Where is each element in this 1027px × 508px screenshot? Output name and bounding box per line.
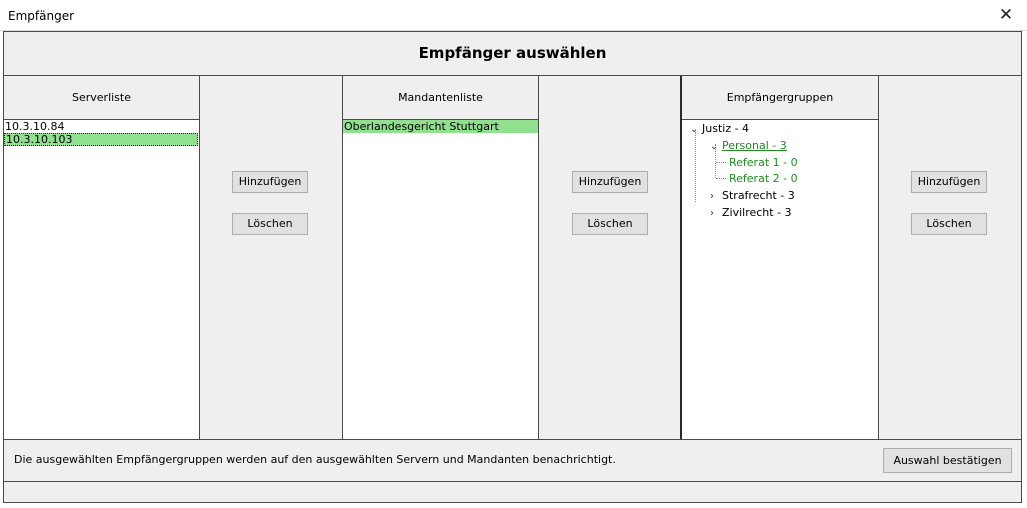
mandantenliste-list[interactable]: Oberlandesgericht Stuttgart xyxy=(343,120,538,439)
gruppen-heading: Empfängergruppen xyxy=(682,76,878,120)
info-message: Die ausgewählten Empfängergruppen werden… xyxy=(14,453,616,466)
serverliste-add-button[interactable]: Hinzufügen xyxy=(232,171,308,193)
serverliste-actions: Hinzufügen Löschen xyxy=(200,76,343,439)
confirm-selection-button[interactable]: Auswahl bestätigen xyxy=(883,448,1012,473)
gruppen-add-button[interactable]: Hinzufügen xyxy=(911,171,987,193)
close-icon[interactable]: ✕ xyxy=(998,5,1014,25)
mandantenliste-heading: Mandantenliste xyxy=(343,76,538,120)
tree-label[interactable]: Personal - 3 xyxy=(722,139,787,152)
tree-label: Strafrecht - 3 xyxy=(722,189,795,202)
gruppen-delete-button[interactable]: Löschen xyxy=(911,213,987,235)
chevron-down-icon[interactable]: ⌄ xyxy=(690,124,699,135)
gruppen-actions: Hinzufügen Löschen xyxy=(879,76,1021,439)
tree-label: Referat 2 - 0 xyxy=(729,172,798,185)
tree-node-strafrecht[interactable]: › Strafrecht - 3 xyxy=(710,189,795,203)
mandantenliste-panel: Mandantenliste Oberlandesgericht Stuttga… xyxy=(343,76,539,439)
mandantenliste-delete-button[interactable]: Löschen xyxy=(572,213,648,235)
tree-label: Zivilrecht - 3 xyxy=(722,206,792,219)
tree-label: Justiz - 4 xyxy=(702,122,750,135)
tree-label: Referat 1 - 0 xyxy=(729,156,798,169)
tree-node-personal[interactable]: ⌄Personal - 3 xyxy=(710,139,787,153)
chevron-down-icon[interactable]: ⌄ xyxy=(710,141,719,152)
chevron-right-icon[interactable]: › xyxy=(710,208,714,219)
gruppen-tree[interactable]: ⌄Justiz - 4 ⌄Personal - 3 Referat 1 - 0 … xyxy=(682,120,878,439)
tree-node-justiz[interactable]: ⌄Justiz - 4 xyxy=(690,122,749,136)
dialog-frame: Empfänger auswählen Serverliste 10.3.10.… xyxy=(3,31,1022,503)
serverliste-delete-button[interactable]: Löschen xyxy=(232,213,308,235)
title-bar: Empfänger ✕ xyxy=(0,0,1027,31)
window-title: Empfänger xyxy=(8,9,75,23)
page-title: Empfänger auswählen xyxy=(4,32,1021,76)
mandantenliste-add-button[interactable]: Hinzufügen xyxy=(572,171,648,193)
status-bar: Die ausgewählten Empfängergruppen werden… xyxy=(4,439,1021,482)
serverliste-list[interactable]: 10.3.10.84 10.3.10.103 xyxy=(4,120,199,439)
tree-node-referat2[interactable]: Referat 2 - 0 xyxy=(729,172,798,186)
serverliste-panel: Serverliste 10.3.10.84 10.3.10.103 xyxy=(4,76,200,439)
tree-node-referat1[interactable]: Referat 1 - 0 xyxy=(729,156,798,170)
mandantenliste-actions: Hinzufügen Löschen xyxy=(539,76,682,439)
list-item-selected[interactable]: Oberlandesgericht Stuttgart xyxy=(343,120,538,133)
chevron-right-icon[interactable]: › xyxy=(710,191,714,202)
serverliste-heading: Serverliste xyxy=(4,76,199,120)
list-item-selected[interactable]: 10.3.10.103 xyxy=(4,133,198,146)
tree-node-zivilrecht[interactable]: › Zivilrecht - 3 xyxy=(710,206,792,220)
list-item[interactable]: 10.3.10.84 xyxy=(5,120,65,133)
gruppen-panel: Empfängergruppen ⌄Justiz - 4 ⌄Personal -… xyxy=(682,76,879,439)
